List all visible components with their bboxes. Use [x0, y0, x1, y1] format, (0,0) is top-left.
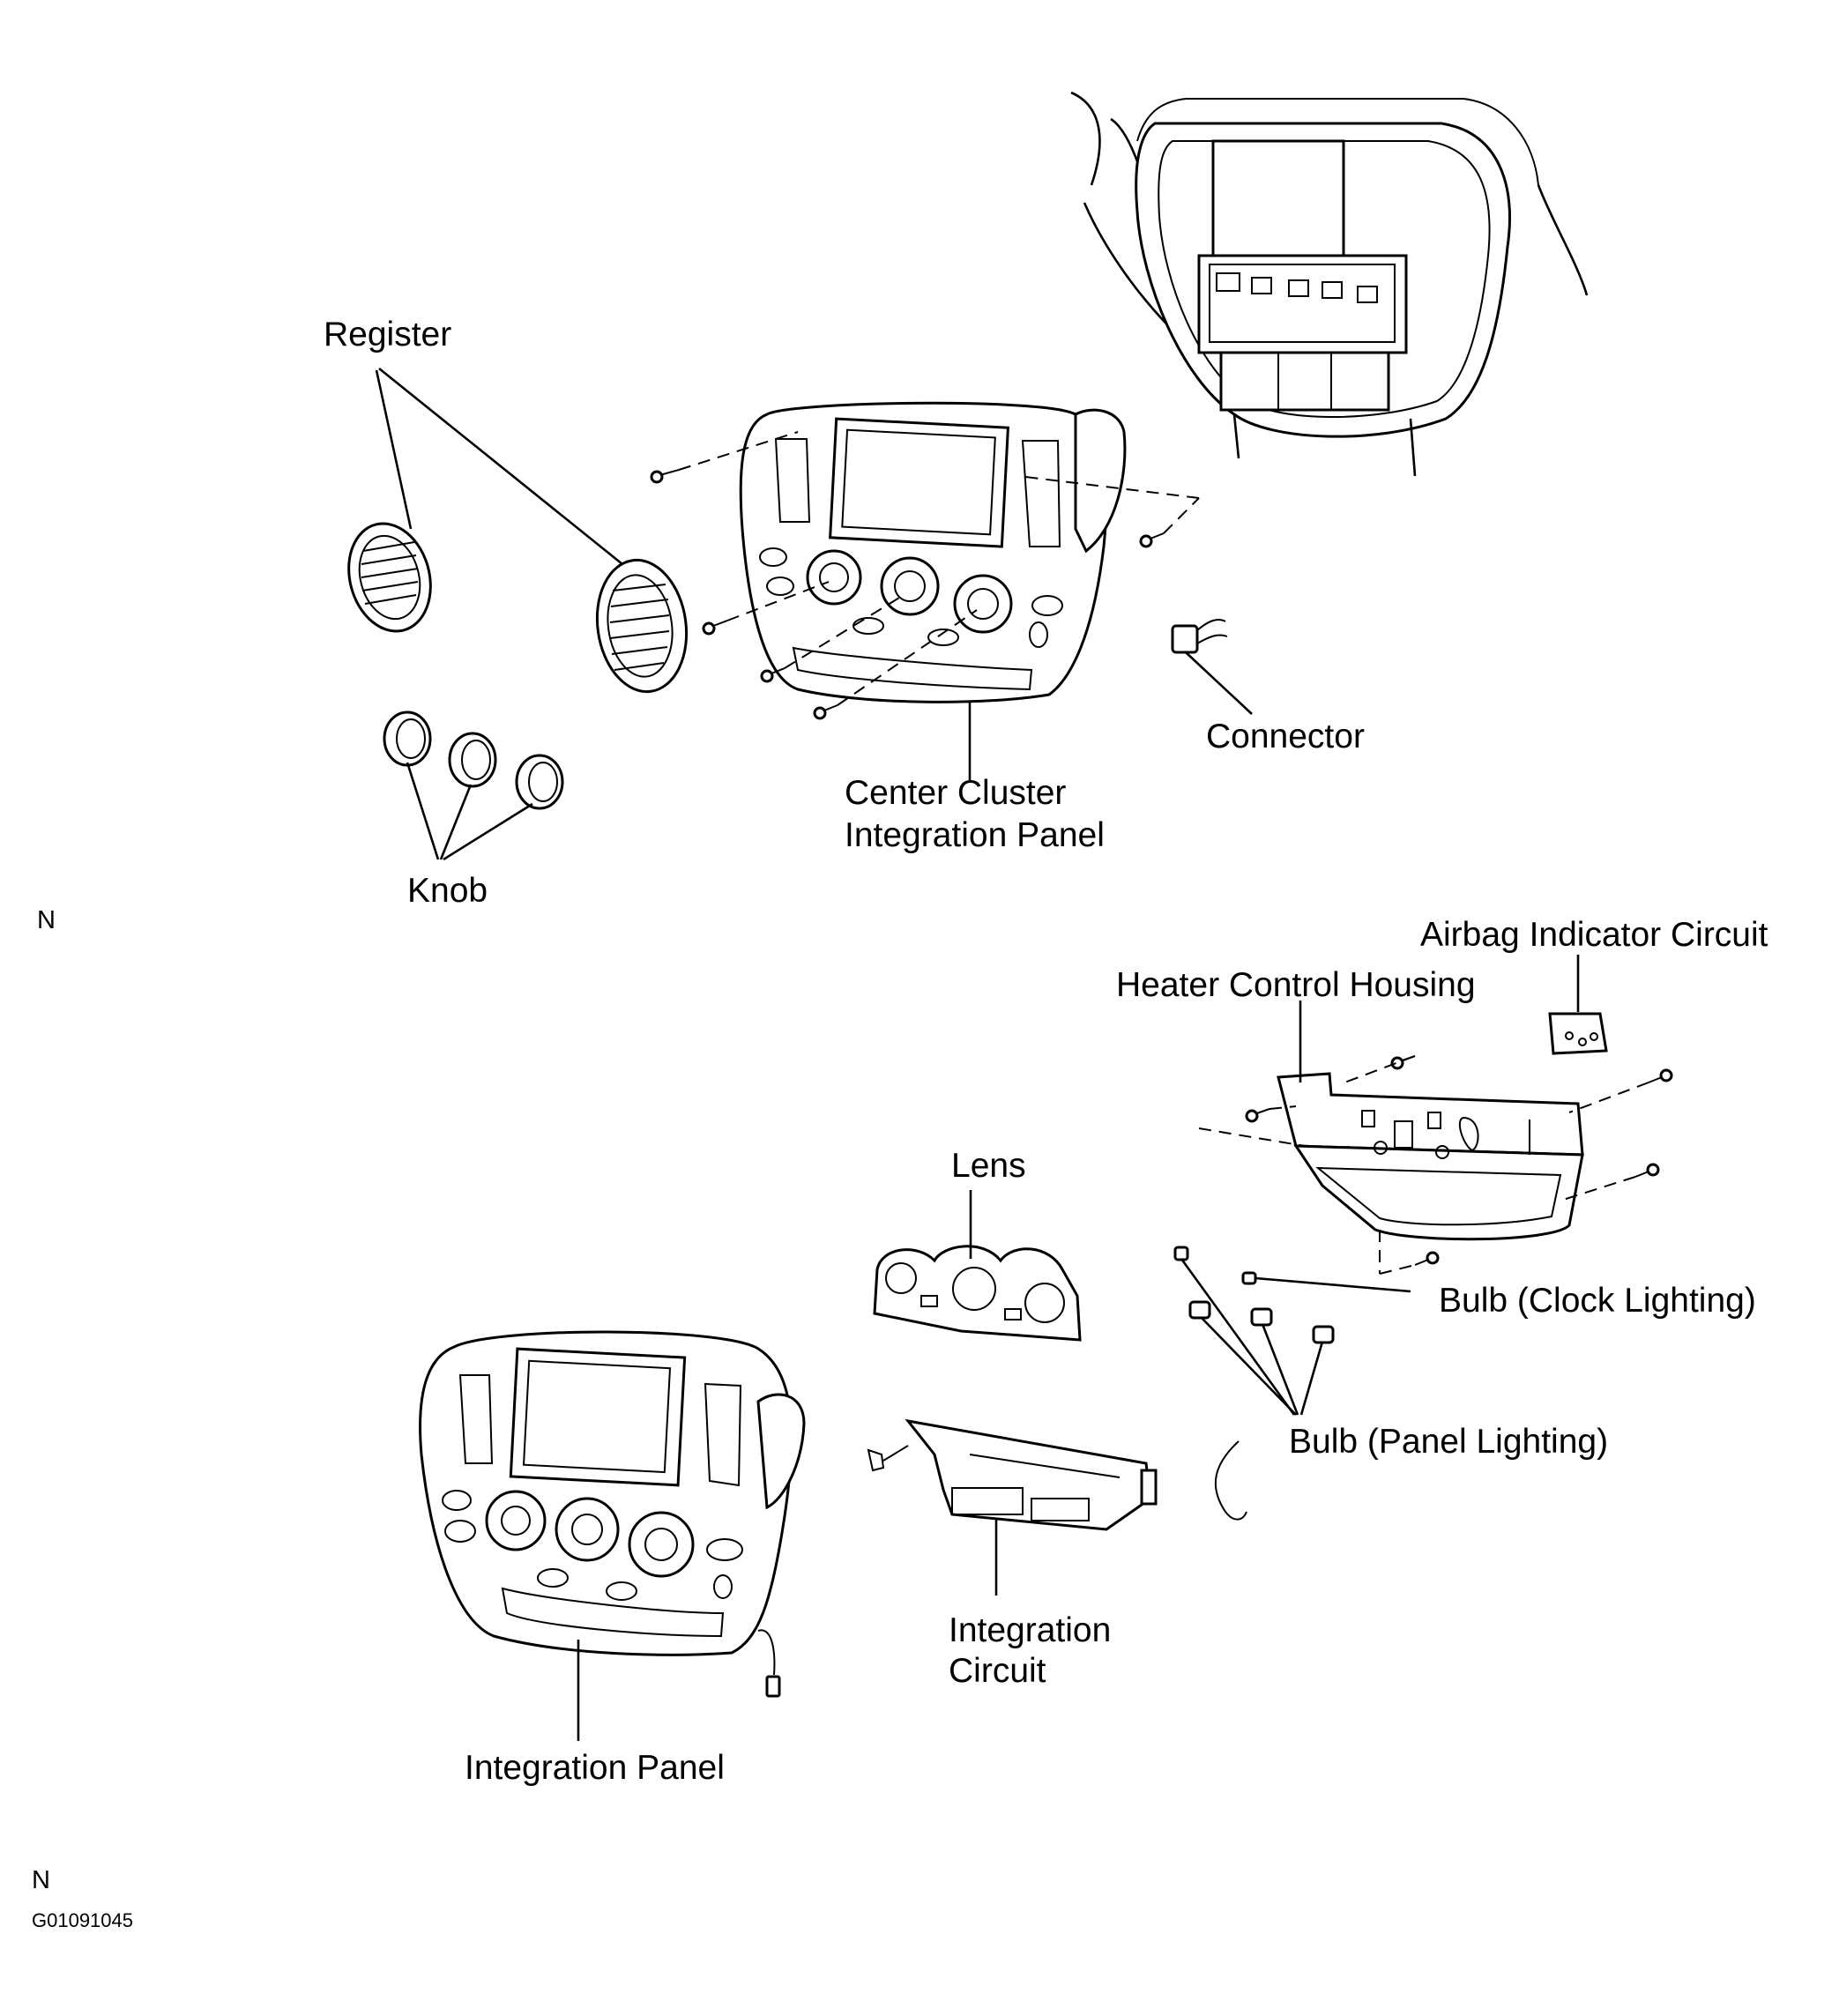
marker-n-bottom: N — [32, 1866, 50, 1894]
lens-label: Lens — [951, 1147, 1026, 1185]
center-cluster-label-line1: Center Cluster — [845, 774, 1066, 812]
connector-label: Connector — [1206, 718, 1365, 755]
register-right — [595, 558, 689, 694]
register-label: Register — [324, 316, 451, 353]
knob-parts — [383, 710, 564, 810]
integration-panel-part — [419, 1330, 806, 1698]
airbag-indicator-circuit-label: Airbag Indicator Circuit — [1420, 916, 1768, 954]
integration-circuit-label-line2: Circuit — [949, 1652, 1046, 1690]
airbag-indicator-circuit-part — [1548, 1012, 1608, 1055]
register-leader-left — [375, 369, 413, 530]
connector-leader — [1185, 651, 1253, 715]
center-cluster-label-line2: Integration Panel — [845, 816, 1105, 854]
lighting-wire — [1214, 1440, 1247, 1521]
bulb-clock-lighting-part — [1241, 1271, 1257, 1285]
marker-n-top: N — [37, 906, 56, 934]
integration-panel-label: Integration Panel — [465, 1749, 725, 1787]
heater-control-housing-label: Heater Control Housing — [1116, 966, 1476, 1004]
screws-heater-housing — [1245, 1055, 1673, 1266]
register-left — [347, 522, 432, 633]
center-cluster-integration-panel — [739, 401, 1127, 703]
bulb-panel-lighting-parts — [1173, 1246, 1335, 1344]
screws-center-panel — [650, 469, 1165, 720]
heater-control-housing-part — [1277, 1072, 1584, 1241]
lens-part — [873, 1245, 1082, 1342]
knob-label: Knob — [407, 872, 488, 910]
bulb-clock-lighting-label: Bulb (Clock Lighting) — [1439, 1282, 1756, 1320]
connector-part — [1171, 619, 1228, 654]
integration-circuit-label-line1: Integration — [949, 1611, 1111, 1649]
register-leader-right — [378, 367, 623, 566]
dashboard-opening — [1070, 91, 1589, 477]
integration-circuit-part — [867, 1418, 1158, 1531]
bulb-panel-lighting-label: Bulb (Panel Lighting) — [1289, 1423, 1608, 1461]
figure-code: G01091045 — [32, 1909, 133, 1931]
